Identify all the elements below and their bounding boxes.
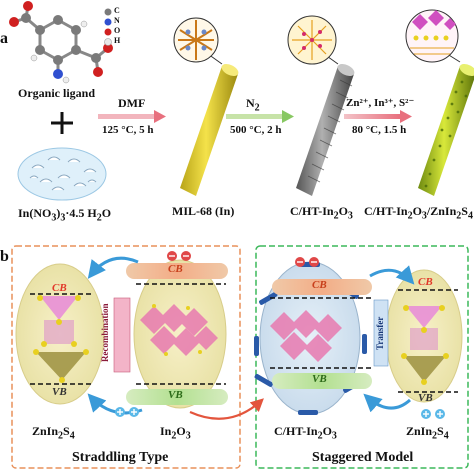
panel-b-letter: b <box>0 248 9 265</box>
step-arrow-2 <box>226 110 294 123</box>
cb-band-right <box>272 279 372 295</box>
step2-atmosphere: N2 <box>246 96 260 114</box>
transfer-label: Transfer <box>375 316 385 350</box>
organic-ligand-label: Organic ligand <box>18 86 96 100</box>
mil68-zoom-bubble <box>173 17 223 65</box>
composite-zoom-bubble <box>405 9 461 63</box>
hole-charges-left <box>115 407 139 417</box>
recombination-label: Recombination <box>100 303 110 363</box>
legend-n: N <box>114 16 120 25</box>
cb-label-left-1: CB <box>52 282 67 294</box>
hole-charges-right <box>421 409 445 419</box>
step2-conditions: 500 °C, 2 h <box>230 124 282 136</box>
znin2s4-crystal-right <box>385 269 463 403</box>
staggered-panel-border <box>255 245 469 469</box>
vb-band-left <box>126 389 228 405</box>
vb-label-right-1: VB <box>312 373 327 385</box>
vb-label-left-1: VB <box>52 386 67 398</box>
carbon-in2o3-znin2s4-rod <box>418 64 474 196</box>
cb-label-right-2: CB <box>418 276 433 288</box>
legend-o: O <box>114 26 121 35</box>
step-arrow-3 <box>344 110 412 123</box>
electron-charges-left <box>167 251 191 261</box>
staggered-model-title: Staggered Model <box>312 450 414 465</box>
step-arrow-1 <box>98 110 166 123</box>
product3-label: C/HT-In2O3/ZnIn2S4 <box>364 204 473 222</box>
cb-label-right-1: CB <box>312 279 327 291</box>
electron-arrow-right <box>369 265 415 285</box>
straddling-panel-border <box>11 245 241 469</box>
step3-conditions: 80 °C, 1.5 h <box>352 124 407 136</box>
mil68-rod <box>180 64 239 196</box>
organic-ligand-molecule <box>9 1 113 84</box>
step1-solvent: DMF <box>118 96 146 110</box>
znin2s4-label-right: ZnIn2S4 <box>406 424 449 442</box>
in2o3-label-left: In2O3 <box>160 424 191 442</box>
energy-levels-right <box>270 289 458 393</box>
product2-label: C/HT-In2O3 <box>290 204 353 222</box>
recombination-bar <box>113 297 131 373</box>
step3-ions: Zn²⁺, In³⁺, S²⁻ <box>346 97 415 109</box>
step1-conditions: 125 °C, 5 h <box>102 124 154 136</box>
atom-legend-labels: C N O H <box>114 6 120 46</box>
straddling-type-title: Straddling Type <box>72 450 169 465</box>
transfer-bar <box>373 299 389 367</box>
atom-legend <box>104 8 112 46</box>
vb-band-right <box>272 373 372 389</box>
znin2s4-crystal-left <box>15 263 105 405</box>
panel-a-letter: a <box>0 30 8 47</box>
vb-label-left-2: VB <box>168 389 183 401</box>
legend-h: H <box>114 36 121 45</box>
carbon-in2o3-rod <box>296 64 355 196</box>
cb-band-left <box>126 263 228 279</box>
c-ht-in2o3-label-right: C/HT-In2O3 <box>274 424 337 442</box>
energy-levels-left <box>30 283 226 385</box>
product1-label: MIL-68 (In) <box>172 204 235 218</box>
legend-c: C <box>114 6 120 15</box>
plus-sign <box>51 112 73 134</box>
model-transition-arrow <box>189 398 264 420</box>
vb-label-right-2: VB <box>418 392 433 404</box>
indium-salt-crystals <box>17 147 107 201</box>
in2o3-crystal-left <box>133 259 227 409</box>
znin2s4-label-left: ZnIn2S4 <box>32 424 75 442</box>
carbon-in2o3-zoom-bubble <box>287 15 339 65</box>
cb-label-left-2: CB <box>168 263 183 275</box>
electron-charges-right <box>295 257 319 267</box>
indium-salt-label: In(NO3)3·4.5 H2O <box>18 206 112 224</box>
electron-arrow-left <box>87 256 139 279</box>
hole-arrow-right <box>363 393 412 413</box>
